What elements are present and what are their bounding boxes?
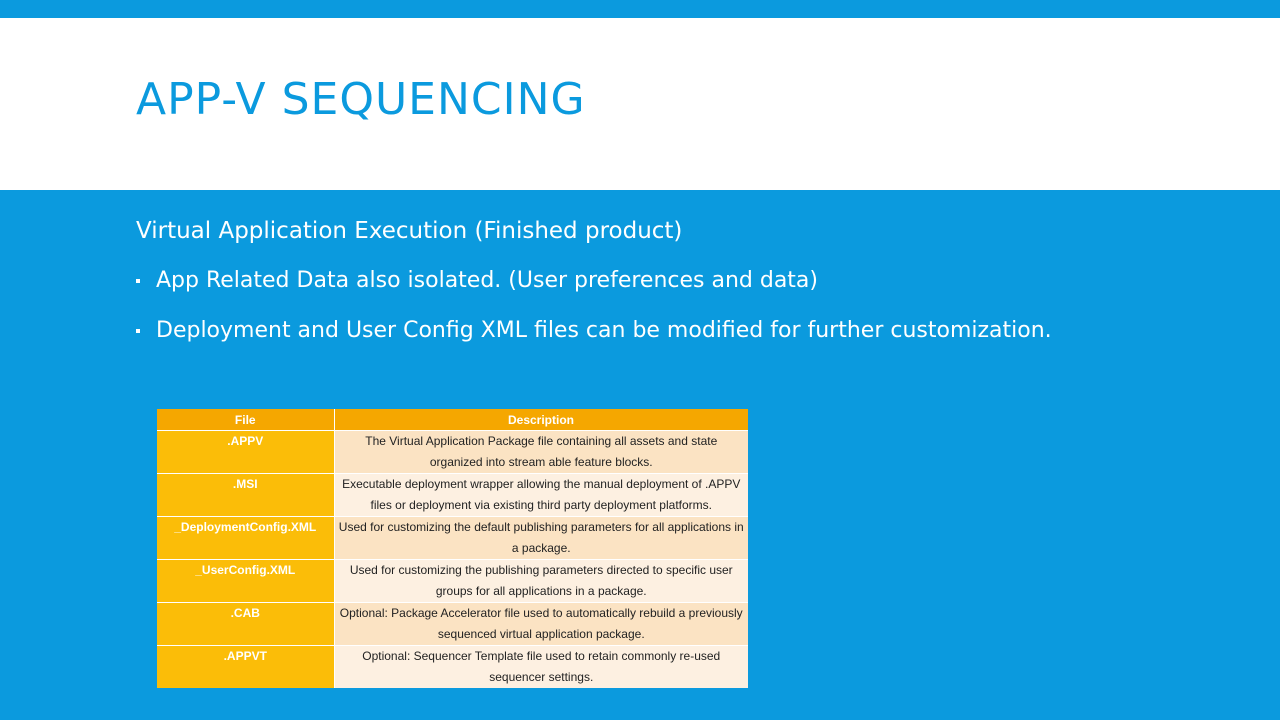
file-table: File Description .APPV The Virtual Appli… xyxy=(157,409,748,688)
bullet-text: App Related Data also isolated. (User pr… xyxy=(156,268,818,293)
table-row: .CAB Optional: Package Accelerator file … xyxy=(157,602,748,646)
column-header-file: File xyxy=(157,409,335,431)
slide-title: APP-V SEQUENCING xyxy=(136,74,586,125)
table-header-row: File Description xyxy=(157,409,748,431)
column-header-description: Description xyxy=(334,409,748,431)
bullet-item: Deployment and User Config XML files can… xyxy=(136,312,1236,350)
file-cell: .CAB xyxy=(157,602,335,646)
file-cell: .MSI xyxy=(157,473,335,517)
description-cell: Optional: Package Accelerator file used … xyxy=(334,602,748,646)
bullet-text: Deployment and User Config XML files can… xyxy=(156,318,1052,343)
table-row: .APPVT Optional: Sequencer Template file… xyxy=(157,645,748,688)
top-accent-strip xyxy=(0,0,1280,18)
table-row: _DeploymentConfig.XML Used for customizi… xyxy=(157,516,748,560)
file-cell: .APPVT xyxy=(157,645,335,688)
description-cell: The Virtual Application Package file con… xyxy=(334,430,748,474)
description-cell: Used for customizing the default publish… xyxy=(334,516,748,560)
table-row: .MSI Executable deployment wrapper allow… xyxy=(157,473,748,517)
bullet-list: App Related Data also isolated. (User pr… xyxy=(136,262,1236,350)
square-bullet-icon xyxy=(136,279,140,283)
square-bullet-icon xyxy=(136,329,140,333)
description-cell: Executable deployment wrapper allowing t… xyxy=(334,473,748,517)
table-row: _UserConfig.XML Used for customizing the… xyxy=(157,559,748,603)
description-cell: Optional: Sequencer Template file used t… xyxy=(334,645,748,688)
file-cell: .APPV xyxy=(157,430,335,474)
slide-body: Virtual Application Execution (Finished … xyxy=(136,212,1236,362)
table-row: .APPV The Virtual Application Package fi… xyxy=(157,430,748,474)
file-table-container: File Description .APPV The Virtual Appli… xyxy=(157,409,748,720)
description-cell: Used for customizing the publishing para… xyxy=(334,559,748,603)
title-band xyxy=(0,18,1280,190)
file-cell: _DeploymentConfig.XML xyxy=(157,516,335,560)
file-cell: _UserConfig.XML xyxy=(157,559,335,603)
lead-text: Virtual Application Execution (Finished … xyxy=(136,218,683,244)
bullet-item: App Related Data also isolated. (User pr… xyxy=(136,262,1236,300)
